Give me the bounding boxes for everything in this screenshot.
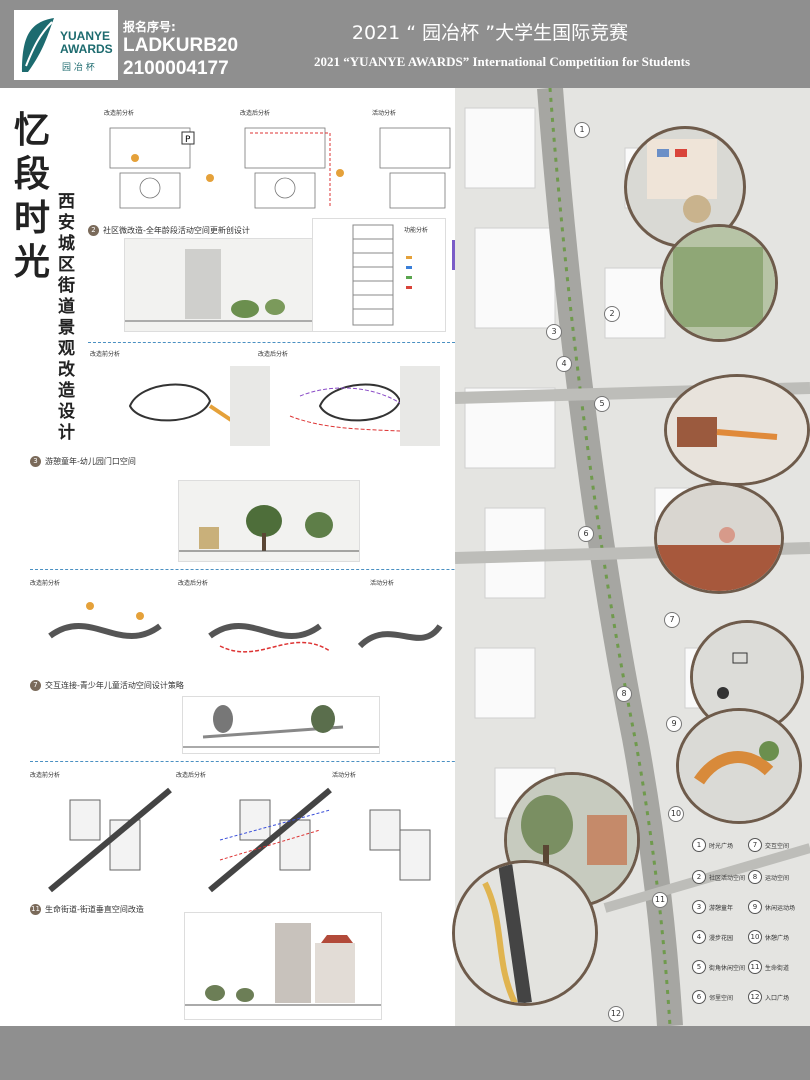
logo-leaf-icon — [22, 18, 54, 72]
diagram-label-after-3: 改造后分析 — [258, 351, 289, 358]
competition-title-cn: 2021 “ 园冶杯 ”大学生国际竞赛 — [351, 22, 629, 44]
diagram-label-after: 改造后分析 — [240, 110, 271, 117]
section-title-2-text: 社区微改造-全年龄段活动空间更新创设计 — [103, 226, 250, 235]
section3-elevation-render — [178, 480, 360, 562]
section2-elevation-render — [124, 238, 326, 332]
logo-cn-text: 园 冶 杯 — [62, 63, 95, 73]
map-marker-11: 11 — [652, 892, 668, 908]
section-number-7: 7 — [30, 680, 41, 691]
section-number-11: 11 — [30, 904, 41, 915]
poster-sub-title: 西安城区街道景观改造设计 — [58, 192, 75, 443]
logo-text-yuanye: YUANYE — [60, 29, 111, 43]
diagram-label-flow: 活动分析 — [372, 110, 397, 117]
section-divider-3 — [30, 761, 490, 762]
section7-path-diagrams — [48, 602, 443, 653]
logo-text-awards: AWARDS — [60, 42, 113, 56]
section2-axonometric-diagrams: P — [109, 127, 451, 209]
map-marker-3: 3 — [546, 324, 562, 340]
building-section-drawing — [312, 218, 446, 332]
header-bar: YUANYE AWARDS 园 冶 杯 报名序号: LADKURB20 2100… — [0, 0, 810, 88]
diagram-label-before-7: 改造前分析 — [30, 580, 61, 587]
diagram-label-flow-7: 活动分析 — [370, 580, 395, 587]
registration-label: 报名序号: — [123, 20, 176, 34]
section3-flow-diagrams — [128, 366, 440, 446]
diagram-label-before: 改造前分析 — [104, 110, 135, 117]
map-marker-2: 2 — [604, 306, 620, 322]
map-marker-8: 8 — [616, 686, 632, 702]
section-title-11-text: 生命街道-街道垂直空间改造 — [45, 905, 144, 914]
section-title-3: 3 游憩童年-幼儿园门口空间 — [30, 456, 136, 467]
registration-code: LADKURB20 — [123, 35, 239, 56]
section-title-7-text: 交互连接-青少年儿童活动空间设计策略 — [45, 681, 184, 690]
diagram-label-function: 功能分析 — [404, 227, 429, 234]
section-title-3-text: 游憩童年-幼儿园门口空间 — [45, 457, 136, 466]
competition-title-en: 2021 “YUANYE AWARDS” International Compe… — [313, 54, 691, 69]
detail-circle-11-axonometric — [452, 860, 598, 1006]
map-marker-1: 1 — [574, 122, 590, 138]
detail-circle-2-green-wall — [660, 224, 778, 342]
section7-elevation-render — [182, 696, 380, 754]
diagram-label-flow-11: 活动分析 — [332, 772, 357, 779]
map-marker-10: 10 — [668, 806, 684, 822]
map-marker-6: 6 — [578, 526, 594, 542]
section11-street-diagrams — [48, 787, 431, 893]
registration-number: 2100004177 — [123, 58, 229, 79]
section-divider-2 — [30, 569, 610, 570]
diagram-label-after-11: 改造后分析 — [176, 772, 207, 779]
diagram-label-after-7: 改造后分析 — [178, 580, 209, 587]
competition-logo: YUANYE AWARDS 园 冶 杯 — [14, 10, 118, 80]
detail-circle-9-playground — [676, 708, 802, 824]
footer-bar — [0, 1026, 810, 1080]
map-marker-9: 9 — [666, 716, 682, 732]
detail-circle-6-children — [654, 482, 784, 594]
section-title-7: 7 交互连接-青少年儿童活动空间设计策略 — [30, 680, 184, 691]
detail-circle-3-kindergarten — [664, 374, 810, 486]
section11-elevation-render — [184, 912, 382, 1020]
section-number-2: 2 — [88, 225, 99, 236]
section-title-2: 2 社区微改造-全年龄段活动空间更新创设计 — [88, 225, 250, 236]
map-marker-12: 12 — [608, 1006, 624, 1022]
diagram-label-before-11: 改造前分析 — [30, 772, 61, 779]
diagram-label-before-3: 改造前分析 — [90, 351, 121, 358]
parking-icon: P — [185, 135, 191, 145]
section-number-3: 3 — [30, 456, 41, 467]
map-marker-4: 4 — [556, 356, 572, 372]
section-divider — [88, 342, 460, 343]
section-title-11: 11 生命街道-街道垂直空间改造 — [30, 904, 144, 915]
map-marker-5: 5 — [594, 396, 610, 412]
map-marker-7: 7 — [664, 612, 680, 628]
poster-main-title: 忆段时光 — [14, 109, 51, 283]
